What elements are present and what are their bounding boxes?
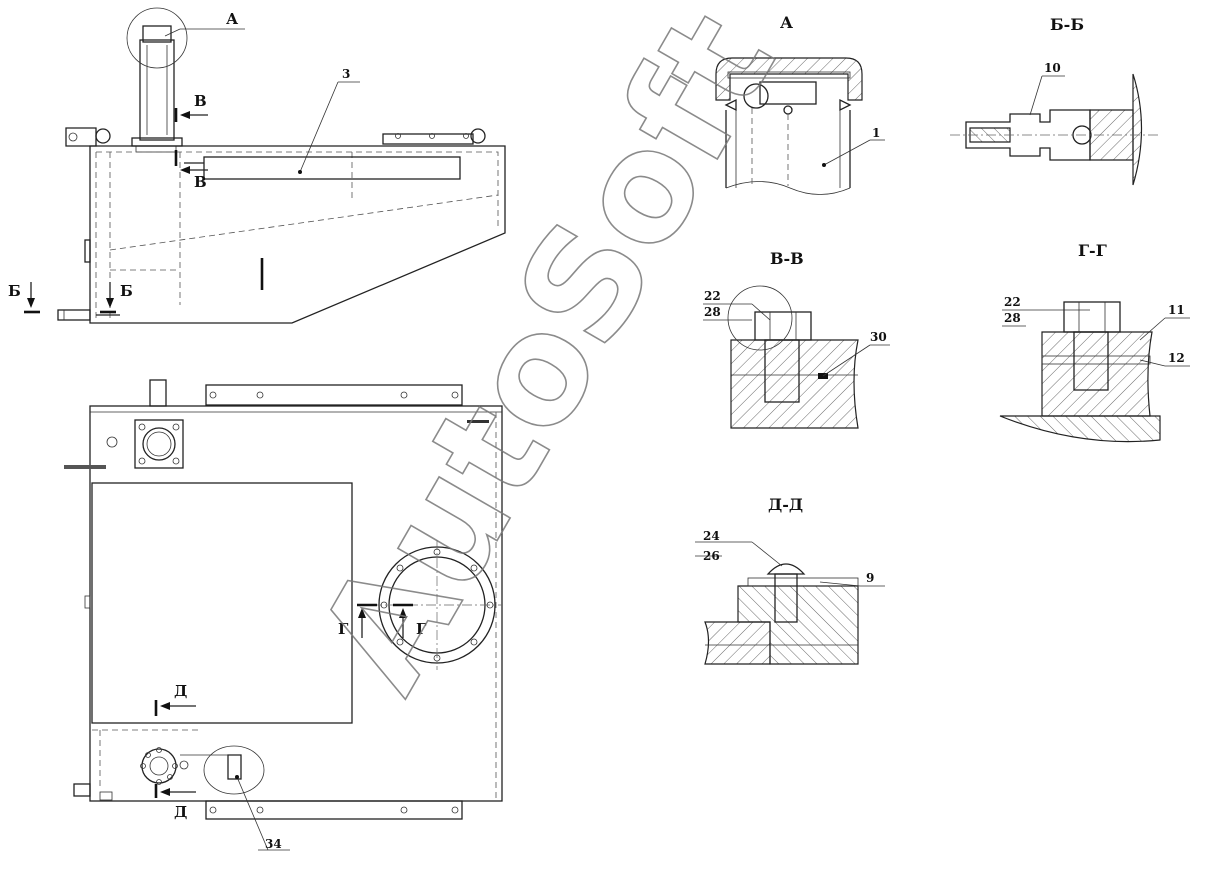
mark-b-right: Б — [120, 282, 133, 300]
callout-24: 24 — [703, 529, 720, 543]
mark-v-bottom: В — [194, 173, 207, 191]
mark-a: А — [226, 10, 239, 28]
section-dd: Д-Д 24 26 9 — [695, 495, 885, 665]
section-bb: Б-Б 10 — [950, 15, 1160, 186]
detail-a: А 1 — [715, 13, 885, 195]
callout-12: 12 — [1168, 351, 1185, 365]
callout-22-vv: 22 — [704, 289, 721, 303]
title-section-bb: Б-Б — [1050, 15, 1084, 34]
mark-v-top: В — [194, 92, 207, 110]
mark-b-left: Б — [8, 282, 21, 300]
callout-30: 30 — [870, 330, 887, 344]
mark-g-right: Г — [416, 620, 427, 638]
title-section-vv: В-В — [770, 249, 804, 268]
section-vv: В-В 22 28 30 — [703, 249, 890, 429]
callout-10: 10 — [1044, 61, 1061, 75]
callout-26: 26 — [703, 549, 720, 563]
callout-28-vv: 28 — [704, 305, 721, 319]
mark-d-bottom: Д — [174, 803, 187, 821]
section-gg: Г-Г 22 28 11 12 — [999, 241, 1190, 443]
tank-side-view — [57, 7, 506, 324]
detail-a-circle — [126, 7, 188, 69]
callout-1: 1 — [872, 126, 880, 140]
tank-top-view: 34 — [64, 379, 503, 851]
section-marks-side: В В Б Б А 3 — [8, 10, 360, 314]
callout-22-gg: 22 — [1004, 295, 1021, 309]
callout-28-gg: 28 — [1004, 311, 1021, 325]
callout-34: 34 — [265, 837, 282, 851]
title-section-dd: Д-Д — [768, 495, 803, 514]
callout-3: 3 — [342, 67, 350, 81]
title-detail-a: А — [780, 13, 793, 32]
callout-9: 9 — [866, 571, 874, 585]
title-section-gg: Г-Г — [1078, 241, 1107, 260]
section-marks-top: Г Г Д Д — [154, 603, 427, 821]
callout-11: 11 — [1168, 303, 1185, 317]
mark-d-top: Д — [174, 682, 187, 700]
mark-g-left: Г — [338, 620, 349, 638]
